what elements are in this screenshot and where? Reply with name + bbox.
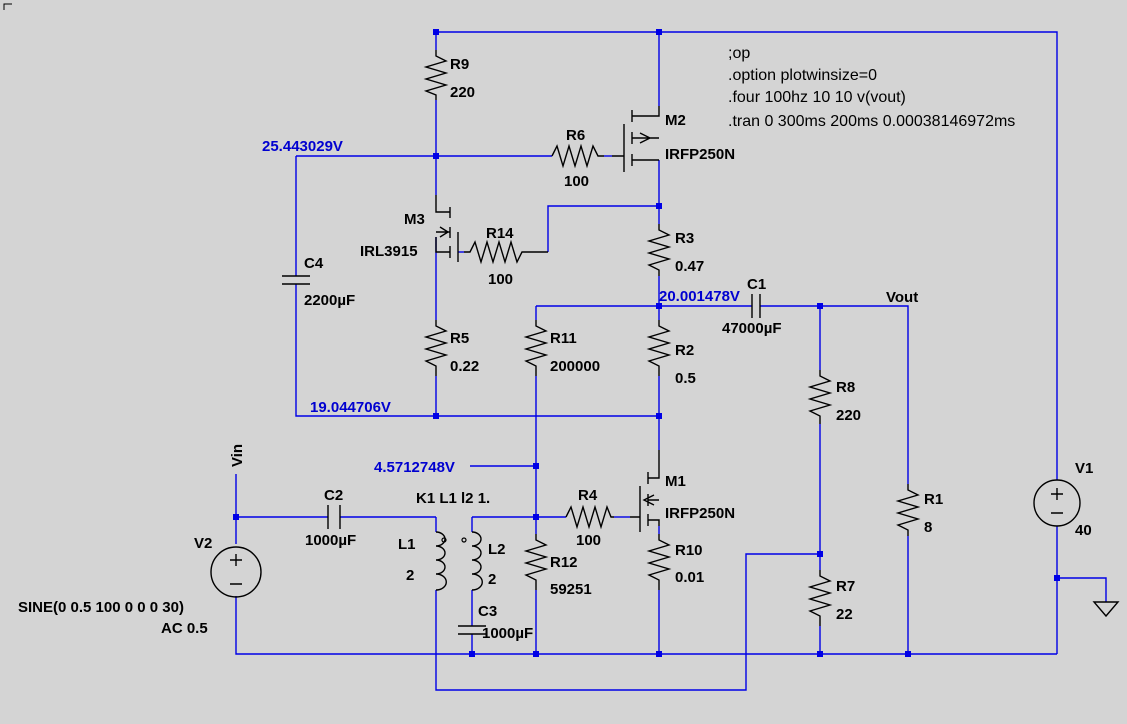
c2-value: 1000µF bbox=[305, 532, 356, 549]
resistor-r10[interactable] bbox=[646, 534, 672, 590]
ground-icon[interactable] bbox=[1092, 601, 1120, 618]
r1-name: R1 bbox=[924, 491, 943, 508]
inductor-l1[interactable] bbox=[435, 531, 447, 591]
resistor-r8[interactable] bbox=[807, 370, 833, 424]
inductor-l2[interactable] bbox=[461, 531, 483, 591]
c1-value: 47000µF bbox=[722, 320, 782, 337]
voltage-label-gate-m2: 25.443029V bbox=[262, 138, 343, 155]
r9-value: 220 bbox=[450, 84, 475, 101]
v1-name: V1 bbox=[1075, 460, 1093, 477]
r3-value: 0.47 bbox=[675, 258, 704, 275]
v1-value: 40 bbox=[1075, 522, 1092, 539]
voltage-label-source-node: 19.044706V bbox=[310, 399, 391, 416]
r3-name: R3 bbox=[675, 230, 694, 247]
m2-value: IRFP250N bbox=[665, 146, 735, 163]
r5-name: R5 bbox=[450, 330, 469, 347]
resistor-r6[interactable] bbox=[551, 143, 604, 169]
directive-option[interactable]: .option plotwinsize=0 bbox=[728, 67, 877, 84]
l2-value: 2 bbox=[488, 571, 496, 588]
r2-name: R2 bbox=[675, 342, 694, 359]
mosfet-m2[interactable] bbox=[612, 106, 660, 172]
v2-ac-value: AC 0.5 bbox=[161, 620, 208, 637]
voltage-label-bias-node: 4.5712748V bbox=[374, 459, 455, 476]
capacitor-c2[interactable] bbox=[327, 505, 341, 529]
resistor-r12[interactable] bbox=[523, 534, 549, 590]
c3-name: C3 bbox=[478, 603, 497, 620]
c4-name: C4 bbox=[304, 255, 324, 272]
resistor-r1[interactable] bbox=[895, 484, 921, 536]
mosfet-m1[interactable] bbox=[630, 450, 660, 532]
r12-name: R12 bbox=[550, 554, 578, 571]
v2-name: V2 bbox=[194, 535, 212, 552]
r6-value: 100 bbox=[564, 173, 589, 190]
r12-value: 59251 bbox=[550, 581, 592, 598]
capacitor-c1[interactable] bbox=[751, 294, 761, 318]
r11-name: R11 bbox=[550, 330, 577, 347]
resistor-r7[interactable] bbox=[807, 570, 833, 626]
directive-four[interactable]: .four 100hz 10 10 v(vout) bbox=[728, 89, 906, 106]
m1-name: M1 bbox=[665, 473, 686, 490]
c1-name: C1 bbox=[747, 276, 766, 293]
resistor-r9[interactable] bbox=[423, 50, 449, 100]
net-label-vout[interactable]: Vout bbox=[886, 289, 918, 306]
m1-value: IRFP250N bbox=[665, 505, 735, 522]
r10-name: R10 bbox=[675, 542, 703, 559]
junction-dots bbox=[233, 29, 1060, 657]
r4-name: R4 bbox=[578, 487, 598, 504]
r8-value: 220 bbox=[836, 407, 861, 424]
m3-name: M3 bbox=[404, 211, 425, 228]
wires[interactable] bbox=[235, 31, 1107, 691]
m2-name: M2 bbox=[665, 112, 686, 129]
l1-name: L1 bbox=[398, 536, 416, 553]
l1-value: 2 bbox=[406, 567, 414, 584]
voltage-source-v2[interactable] bbox=[210, 546, 262, 598]
resistor-r3[interactable] bbox=[646, 224, 672, 276]
k1-directive[interactable]: K1 L1 l2 1. bbox=[416, 490, 490, 507]
r7-name: R7 bbox=[836, 578, 855, 595]
v2-value: SINE(0 0.5 100 0 0 0 30) bbox=[18, 599, 184, 616]
voltage-label-output-node: 20.001478V bbox=[659, 288, 740, 305]
r9-name: R9 bbox=[450, 56, 469, 73]
voltage-source-v1[interactable] bbox=[1033, 479, 1081, 527]
capacitor-c3[interactable] bbox=[458, 625, 486, 635]
c2-name: C2 bbox=[324, 487, 343, 504]
r14-name: R14 bbox=[486, 225, 514, 242]
resistor-r14[interactable] bbox=[464, 239, 548, 265]
r8-name: R8 bbox=[836, 379, 855, 396]
r5-value: 0.22 bbox=[450, 358, 479, 375]
resistor-r2[interactable] bbox=[646, 320, 672, 376]
mosfet-m3[interactable] bbox=[435, 195, 459, 262]
c4-value: 2200µF bbox=[304, 292, 355, 309]
directive-tran[interactable]: .tran 0 300ms 200ms 0.00038146972ms bbox=[728, 113, 1015, 130]
corner-mark bbox=[3, 3, 12, 10]
r2-value: 0.5 bbox=[675, 370, 696, 387]
resistor-r4[interactable] bbox=[565, 504, 614, 530]
r7-value: 22 bbox=[836, 606, 853, 623]
resistor-r11[interactable] bbox=[523, 320, 549, 376]
resistor-r5[interactable] bbox=[423, 320, 449, 376]
capacitor-c4[interactable] bbox=[282, 275, 310, 285]
r10-value: 0.01 bbox=[675, 569, 704, 586]
m3-value: IRL3915 bbox=[360, 243, 418, 260]
r6-name: R6 bbox=[566, 127, 585, 144]
r4-value: 100 bbox=[576, 532, 601, 549]
directive-op[interactable]: ;op bbox=[728, 45, 750, 62]
r14-value: 100 bbox=[488, 271, 513, 288]
r1-value: 8 bbox=[924, 519, 932, 536]
l2-name: L2 bbox=[488, 541, 506, 558]
net-label-vin[interactable]: Vin bbox=[229, 444, 246, 467]
r11-value: 200000 bbox=[550, 358, 600, 375]
c3-value: 1000µF bbox=[482, 625, 533, 642]
